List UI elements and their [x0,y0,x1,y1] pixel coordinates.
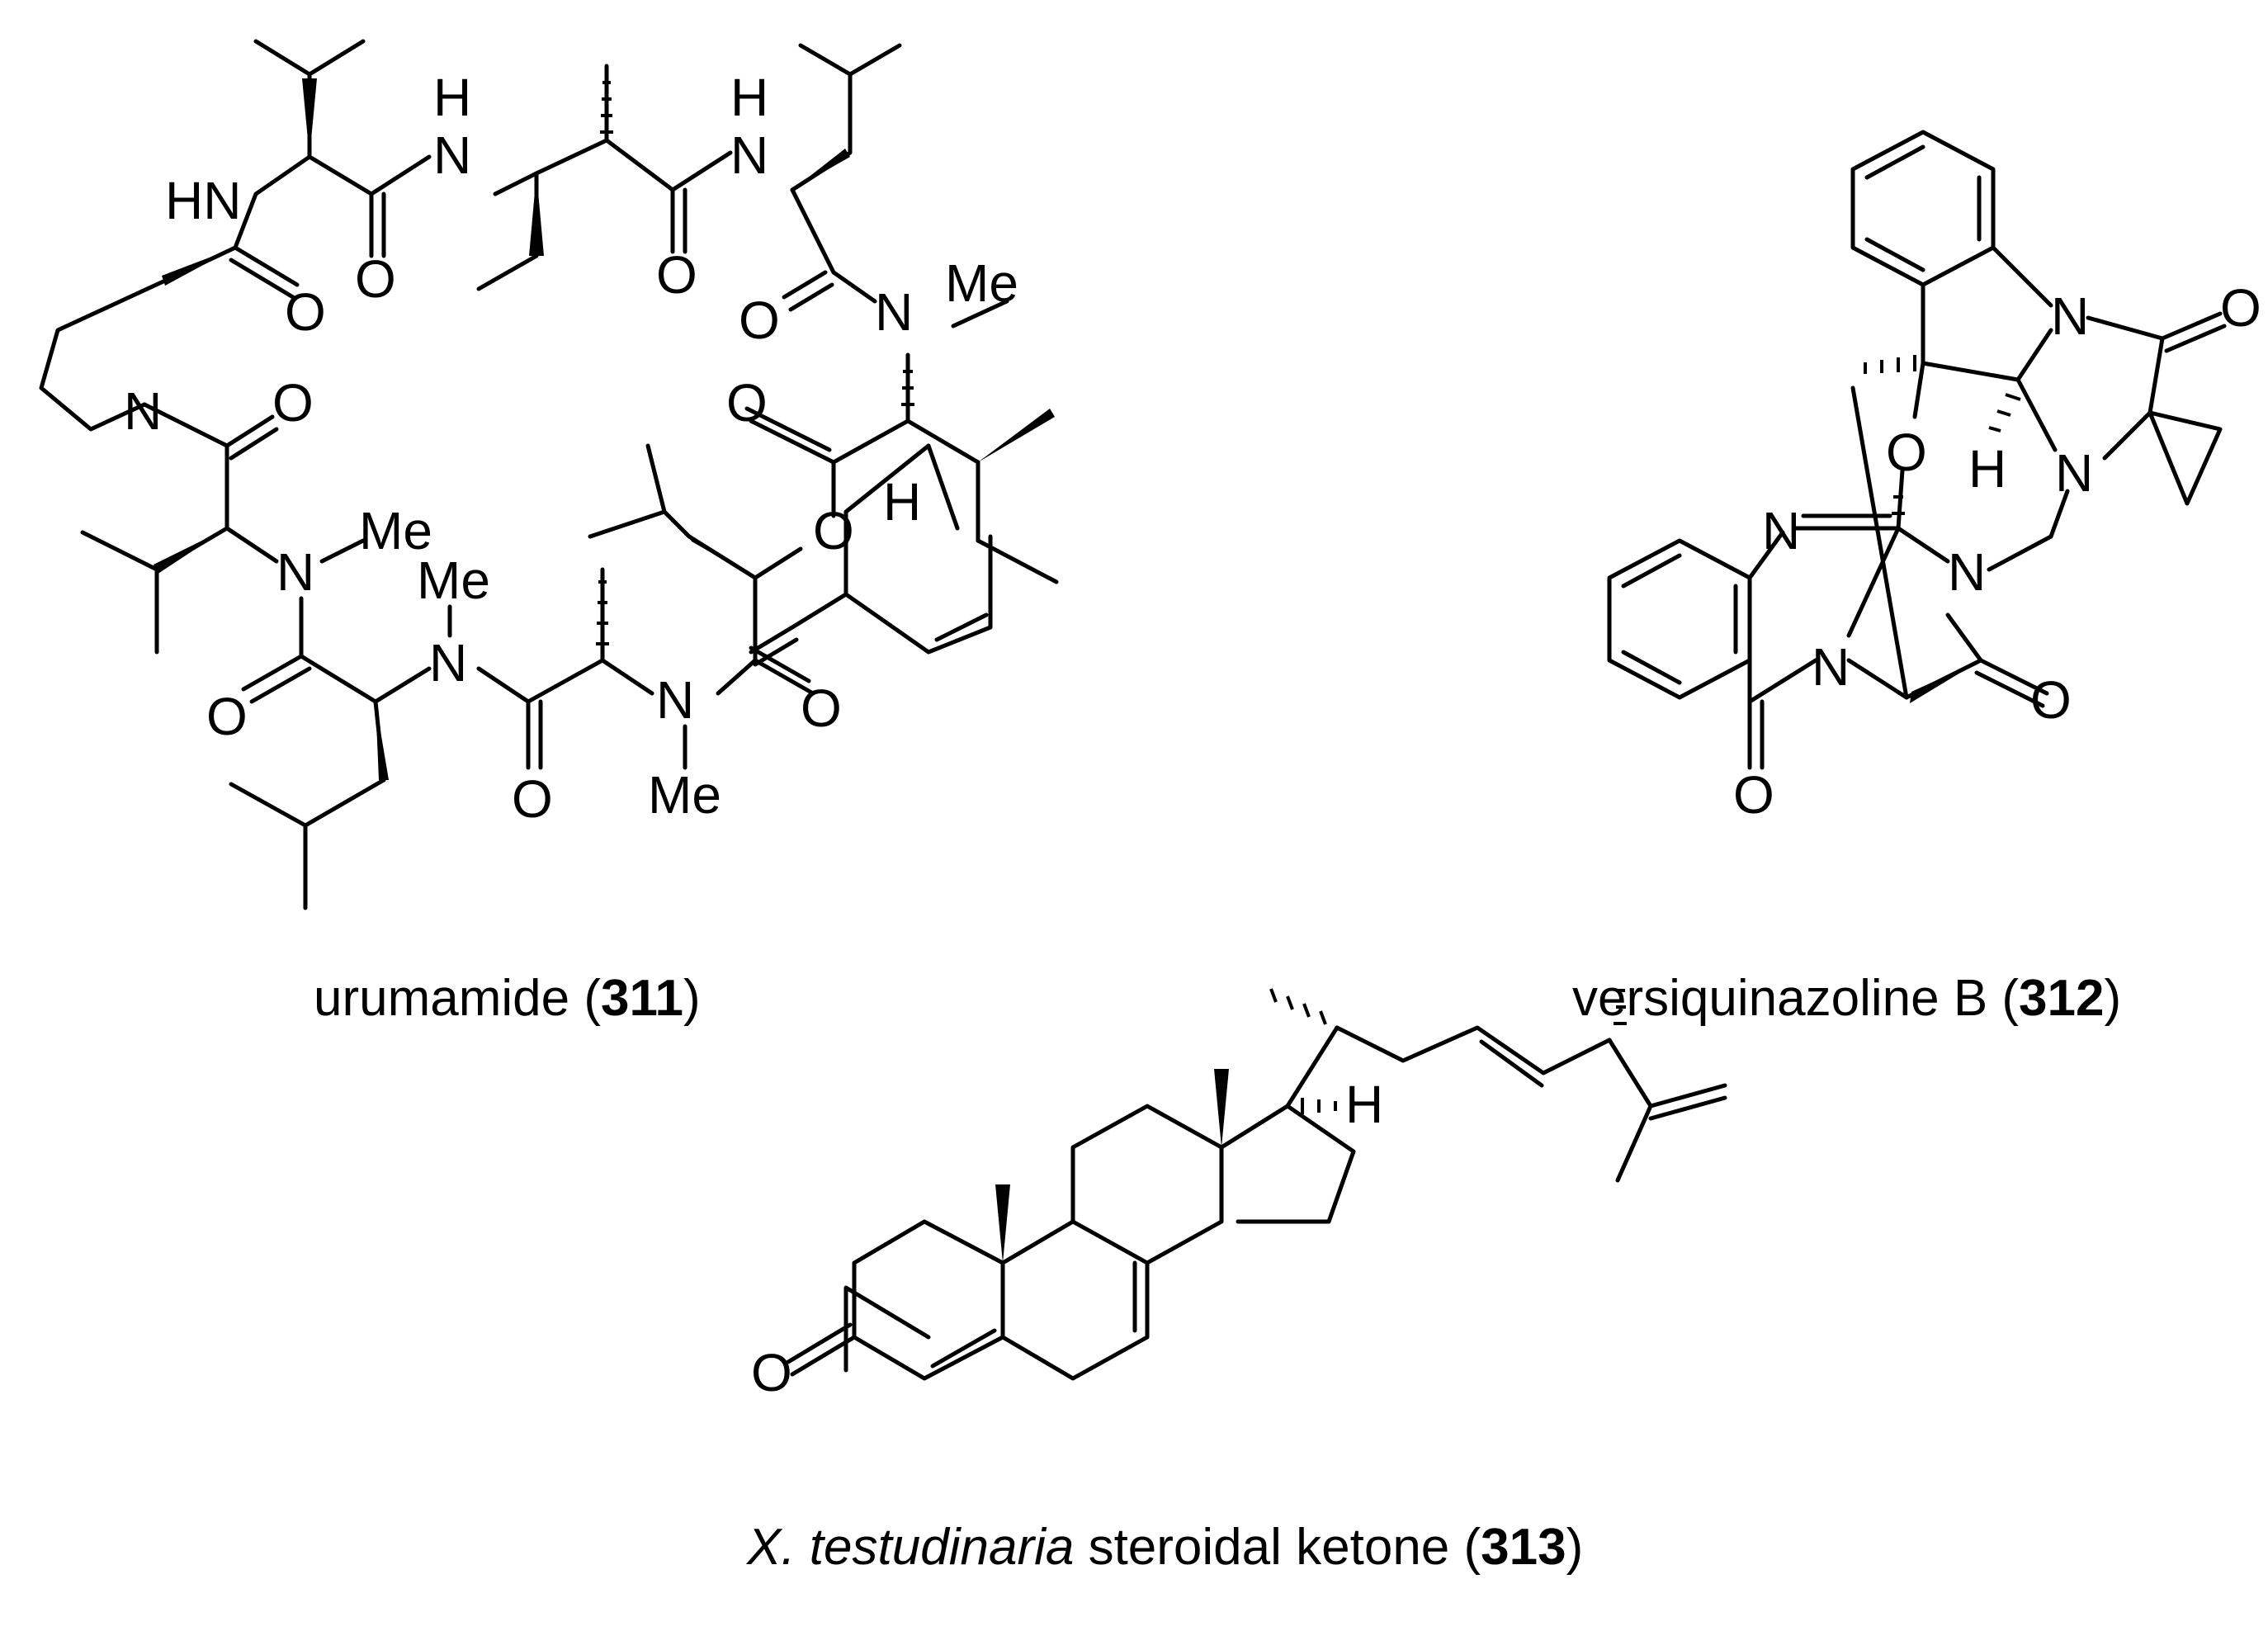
hash-bond [1614,989,1627,1025]
atom-label-o: O [2030,670,2072,730]
atom-label-h: H [433,68,471,127]
atom-label-n: N [2051,286,2089,346]
atom-label-o: O [656,245,697,305]
atom-label-n: N [276,542,314,602]
atom-label-n: N [656,670,694,730]
atom-label-hn: HN [165,171,241,230]
atom-label-o: O [801,678,842,738]
hash-bond [600,81,613,134]
atom-label-o: O [206,687,248,746]
hash-bond [1269,988,1327,1025]
hash-bond [1892,495,1905,515]
atom-label-o: O [2220,278,2261,338]
atom-label-o: O [739,291,780,350]
steroidal-ketone-structure [749,443,993,1373]
atom-label-h: H [730,68,768,127]
hash-bond [1988,393,2021,433]
steroid-rings [786,988,1727,1381]
wedge-bond [792,149,850,190]
atom-label-n: N [1762,501,1800,560]
atom-label-me: Me [648,765,721,825]
caption-urumamide: urumamide (311) [314,970,701,1027]
wedge-bond [1910,660,1981,703]
atom-label-o: O [285,282,326,342]
atom-label-n: N [1948,542,1986,602]
caption-versiquinazoline: versiquinazoline B (312) [1572,970,2121,1027]
atom-label-h: H [1345,1075,1383,1134]
atom-label-o: O [1886,423,1927,482]
versiquinazoline-structure: N O O H N N N N O O [1607,130,2261,825]
atom-label-h: H [1968,439,2006,499]
atom-label-me: Me [359,501,432,560]
hash-bond [1301,1098,1337,1114]
atom-label-n: N [433,125,471,185]
urumamide-structure: HN H N H N O O O O N Me N O O O H N Me M… [39,39,1059,910]
wedge-bond [685,532,755,578]
atom-label-n: N [429,633,467,693]
wedge-bond [154,528,227,574]
wedge-bond [1214,1069,1229,1147]
atom-label-o: O [726,373,768,433]
atom-label-o: O [272,373,314,433]
atom-label-o: O [1733,765,1774,825]
wedge-bond [376,702,389,780]
atom-label-o: O [355,249,396,309]
hash-bond [596,580,609,645]
wedge-bond [995,1184,1010,1263]
wedge-bond [302,78,317,157]
atom-label-n: N [1812,637,1850,697]
wedge-bond [162,248,235,286]
atom-label-n: N [730,125,768,185]
atom-label-n: N [2055,443,2093,503]
wedge-bond [529,173,544,256]
atom-label-me: Me [945,253,1018,313]
caption-steroidal-ketone: X. testudinaria steroidal ketone (313) [745,1519,1583,1576]
atom-label-o: O [512,769,553,829]
hash-bond [901,370,914,406]
atom-label-n: N [124,381,162,441]
atom-label-me: Me [417,551,490,610]
atom-label-o: O [751,1343,792,1402]
atom-label-h: H [883,472,921,532]
wedge-bond [978,409,1055,462]
atom-label-n: N [875,282,913,342]
hash-bond [1864,355,1916,374]
